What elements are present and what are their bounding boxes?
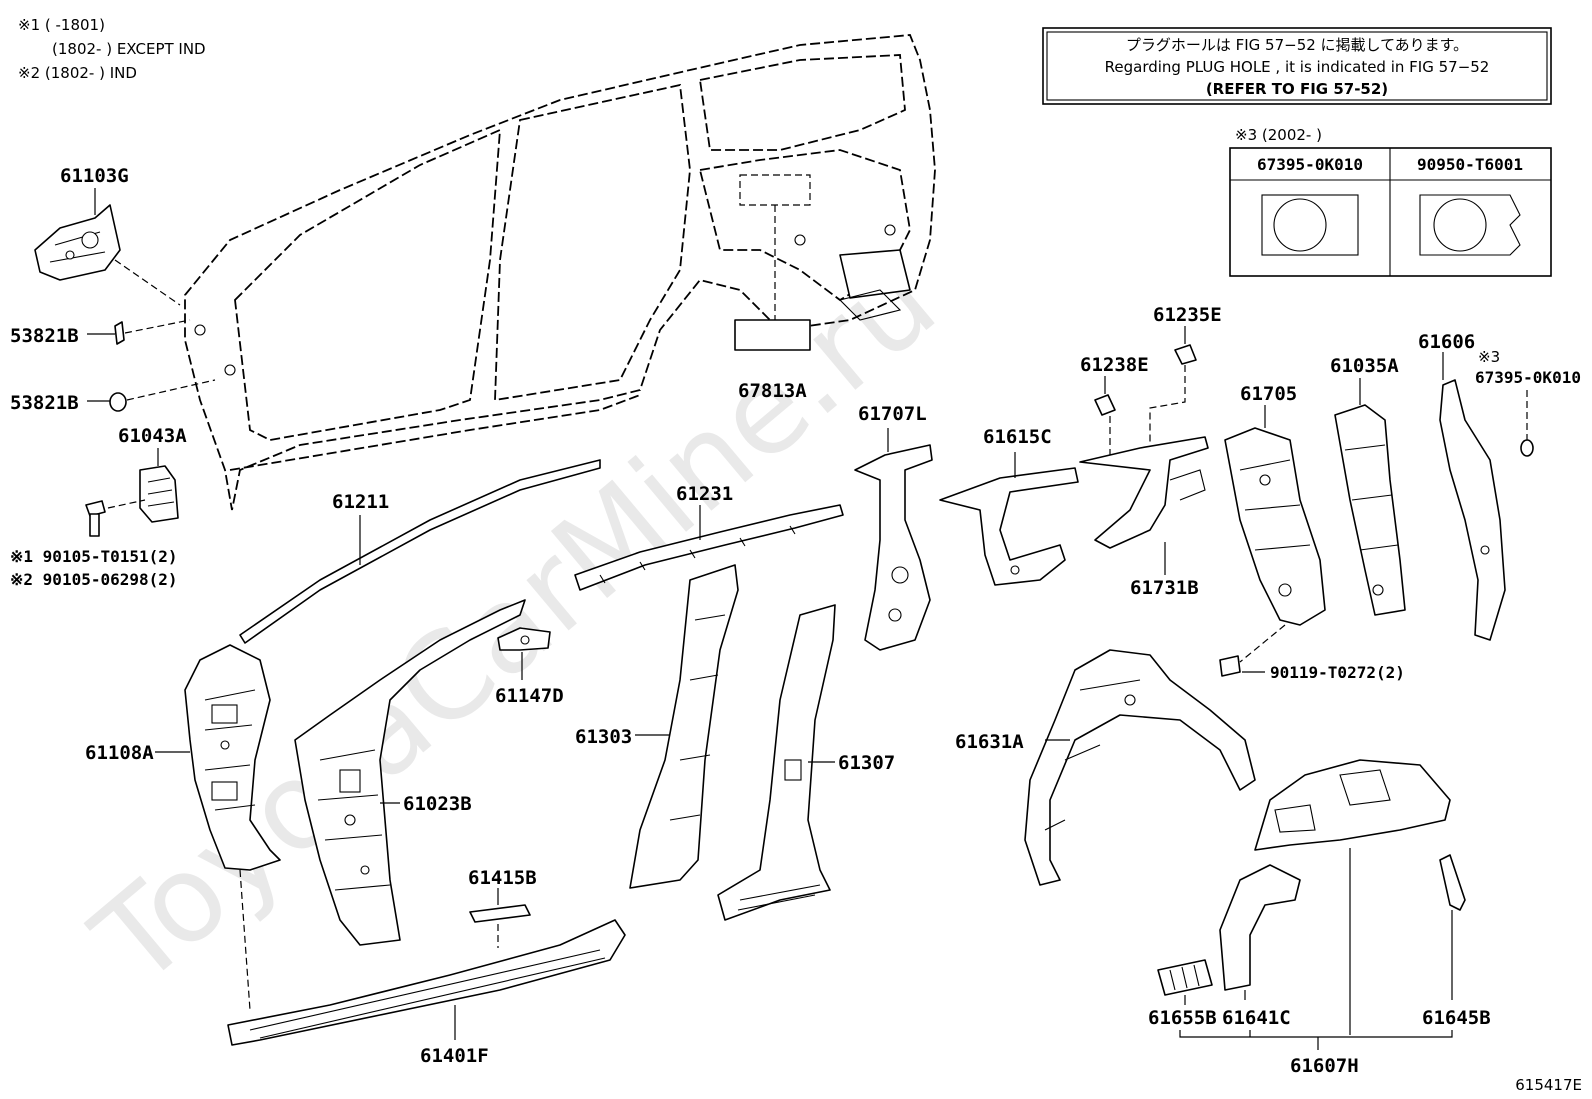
label-67395-0K010: 67395-0K010 <box>1475 368 1581 387</box>
plug-option-table: ※3 (2002- ) 67395-0K010 90950-T6001 <box>1229 126 1552 277</box>
note-1: ※1 ( -1801) <box>18 16 105 34</box>
part-61707L[interactable] <box>854 428 933 651</box>
table-note: ※3 (2002- ) <box>1235 126 1322 144</box>
label-note3: ※3 <box>1478 348 1500 366</box>
part-67395-plug[interactable] <box>1520 390 1534 457</box>
label-90105-T0151: ※1 90105-T0151(2) <box>10 547 178 566</box>
part-61606[interactable] <box>1439 352 1506 641</box>
label-61606: 61606 <box>1418 331 1475 353</box>
label-61607H: 61607H <box>1290 1055 1359 1077</box>
label-67813A: 67813A <box>738 380 807 402</box>
label-61655B: 61655B <box>1148 1007 1217 1029</box>
label-61231: 61231 <box>676 483 733 505</box>
label-61211: 61211 <box>332 491 389 513</box>
part-61103G[interactable] <box>34 188 181 306</box>
label-61615C: 61615C <box>983 426 1052 448</box>
note-2: ※2 (1802- ) IND <box>18 64 137 82</box>
label-61235E: 61235E <box>1153 304 1222 326</box>
table-col1-part: 67395-0K010 <box>1257 155 1363 174</box>
part-61147D[interactable] <box>497 627 551 680</box>
part-61231[interactable] <box>574 504 844 591</box>
part-61235E[interactable] <box>1149 326 1197 445</box>
label-61631A: 61631A <box>955 731 1024 753</box>
label-61307: 61307 <box>838 752 895 774</box>
label-90119-T0272: 90119-T0272(2) <box>1270 663 1405 682</box>
label-61401F: 61401F <box>420 1045 489 1067</box>
label-61415B: 61415B <box>468 867 537 889</box>
label-61108A: 61108A <box>85 742 154 764</box>
label-61707L: 61707L <box>858 403 927 425</box>
part-61401F[interactable] <box>227 919 626 1046</box>
label-61641C: 61641C <box>1222 1007 1291 1029</box>
part-61211[interactable] <box>239 459 601 644</box>
notice-jp: プラグホールは FIG 57−52 に掲載してあります。 <box>1126 36 1468 54</box>
label-61705: 61705 <box>1240 383 1297 405</box>
label-61023B: 61023B <box>403 793 472 815</box>
bracket-61607H <box>1179 1030 1453 1050</box>
label-53821B-upper: 53821B <box>10 325 79 347</box>
table-col2-part: 90950-T6001 <box>1417 155 1523 174</box>
label-61043A: 61043A <box>118 425 187 447</box>
part-61615C[interactable] <box>939 452 1079 586</box>
body-side-outline <box>184 34 936 511</box>
part-90119-bolt[interactable] <box>1219 655 1265 677</box>
part-61641C[interactable] <box>1219 864 1301 1000</box>
part-61415B[interactable] <box>469 888 531 948</box>
label-61035A: 61035A <box>1330 355 1399 377</box>
part-61655B[interactable] <box>1157 959 1213 1005</box>
note-1-cont: (1802- ) EXCEPT IND <box>52 40 206 58</box>
part-61731B[interactable] <box>1079 436 1209 575</box>
label-61103G: 61103G <box>60 165 129 187</box>
part-61023B[interactable] <box>294 599 526 946</box>
part-61307[interactable] <box>717 604 836 921</box>
label-61645B: 61645B <box>1422 1007 1491 1029</box>
part-61108A[interactable] <box>155 644 281 1011</box>
part-61035A[interactable] <box>1334 378 1406 616</box>
plug-square-icon <box>1261 194 1359 256</box>
label-53821B-lower: 53821B <box>10 392 79 414</box>
part-61238E[interactable] <box>1094 376 1116 455</box>
label-61303: 61303 <box>575 726 632 748</box>
part-53821B-upper[interactable] <box>87 319 191 345</box>
label-61731B: 61731B <box>1130 577 1199 599</box>
label-90105-06298: ※2 90105-06298(2) <box>10 570 178 589</box>
part-90105-bolt[interactable] <box>85 499 146 537</box>
part-61043A[interactable] <box>139 448 179 523</box>
part-53821B-lower[interactable] <box>87 379 216 412</box>
part-61303[interactable] <box>629 564 739 889</box>
label-61147D: 61147D <box>495 685 564 707</box>
figure-id: 615417E <box>1515 1076 1582 1094</box>
part-61631A[interactable] <box>1024 649 1256 886</box>
notice-en: Regarding PLUG HOLE , it is indicated in… <box>1105 58 1490 76</box>
notice-ref: (REFER TO FIG 57-52) <box>1206 80 1388 98</box>
label-61238E: 61238E <box>1080 354 1149 376</box>
part-61607H-housing[interactable] <box>1254 759 1451 1035</box>
plug-hole-notice: プラグホールは FIG 57−52 に掲載してあります。 Regarding P… <box>1042 27 1552 105</box>
part-61645B[interactable] <box>1439 854 1466 1000</box>
part-61705[interactable] <box>1224 405 1326 663</box>
plug-notched-icon <box>1419 194 1521 256</box>
